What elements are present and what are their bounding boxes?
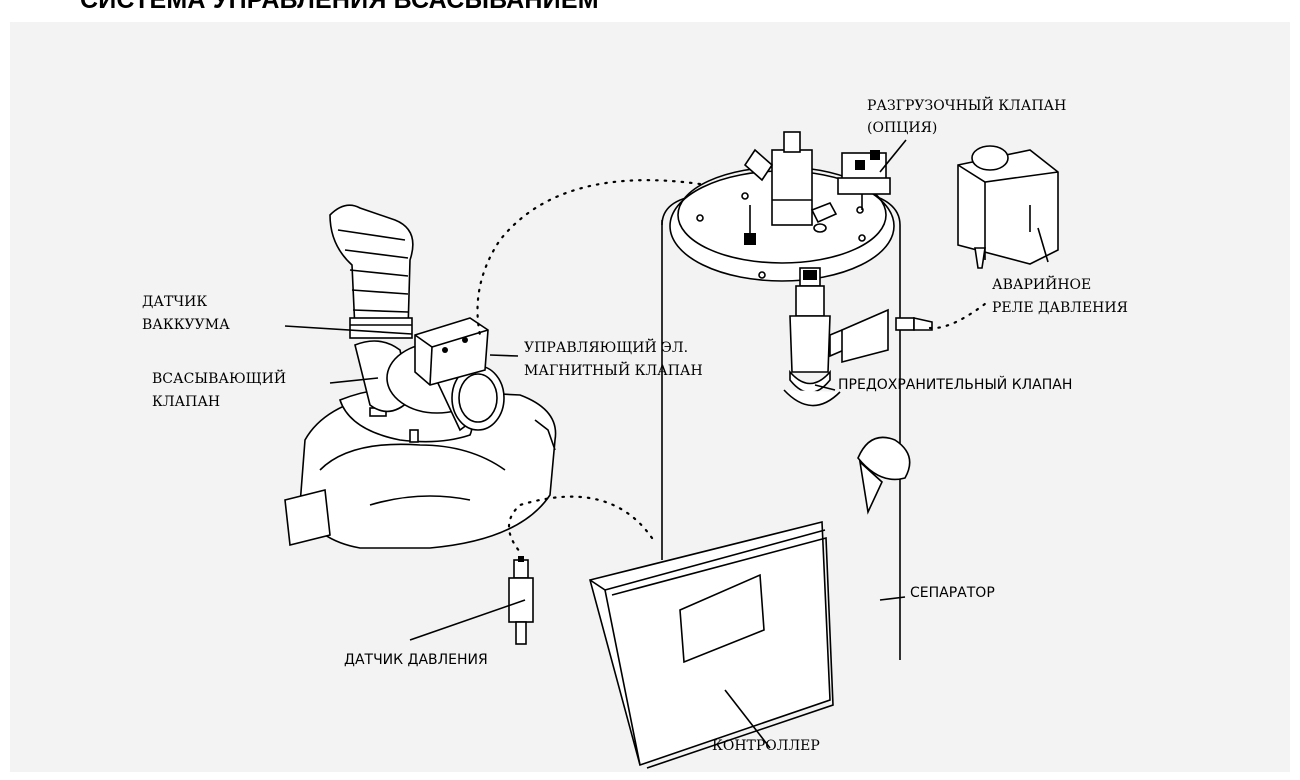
- label-emergency-relay-line2: РЕЛЕ ДАВЛЕНИЯ: [992, 300, 1128, 316]
- label-solenoid-valve-line1: УПРАВЛЯЮЩИЙ ЭЛ.: [524, 337, 688, 356]
- emergency-pressure-relay: [958, 146, 1058, 268]
- label-emergency-relay: АВАРИЙНОЕ РЕЛЕ ДАВЛЕНИЯ: [992, 274, 1128, 316]
- label-intake-valve-line1: ВСАСЫВАЮЩИЙ: [152, 368, 286, 387]
- label-emergency-relay-line1: АВАРИЙНОЕ: [992, 274, 1091, 293]
- label-separator: СЕПАРАТОР: [910, 585, 995, 601]
- label-unload-valve: РАЗГРУЗОЧНЫЙ КЛАПАН (ОПЦИЯ): [867, 95, 1066, 136]
- label-solenoid-valve-line2: МАГНИТНЫЙ КЛАПАН: [524, 360, 703, 379]
- label-vacuum-sensor-line1: ДАТЧИК: [142, 294, 207, 310]
- controller: [590, 522, 833, 768]
- label-vacuum-sensor-line2: ВАККУУМА: [142, 317, 230, 333]
- label-pressure-sensor: ДАТЧИК ДАВЛЕНИЯ: [344, 652, 488, 668]
- label-unload-valve-line2: (ОПЦИЯ): [867, 120, 937, 136]
- label-intake-valve: ВСАСЫВАЮЩИЙ КЛАПАН: [152, 368, 286, 410]
- label-safety-valve: ПРЕДОХРАНИТЕЛЬНЫЙ КЛАПАН: [838, 375, 1072, 393]
- safety-valve: [784, 268, 844, 406]
- pressure-sensor: [509, 556, 533, 644]
- oil-level-indicator: [858, 437, 910, 512]
- compressor-block: [285, 389, 556, 548]
- label-vacuum-sensor: ДАТЧИК ВАККУУМА: [142, 294, 230, 333]
- label-intake-valve-line2: КЛАПАН: [152, 394, 220, 410]
- flexible-hose: [330, 205, 413, 338]
- label-controller: КОНТРОЛЛЕР: [712, 738, 820, 754]
- label-unload-valve-line1: РАЗГРУЗОЧНЫЙ КЛАПАН: [867, 95, 1066, 114]
- label-solenoid-valve: УПРАВЛЯЮЩИЙ ЭЛ. МАГНИТНЫЙ КЛАПАН: [524, 337, 703, 379]
- tank-side-fitting: [842, 310, 932, 362]
